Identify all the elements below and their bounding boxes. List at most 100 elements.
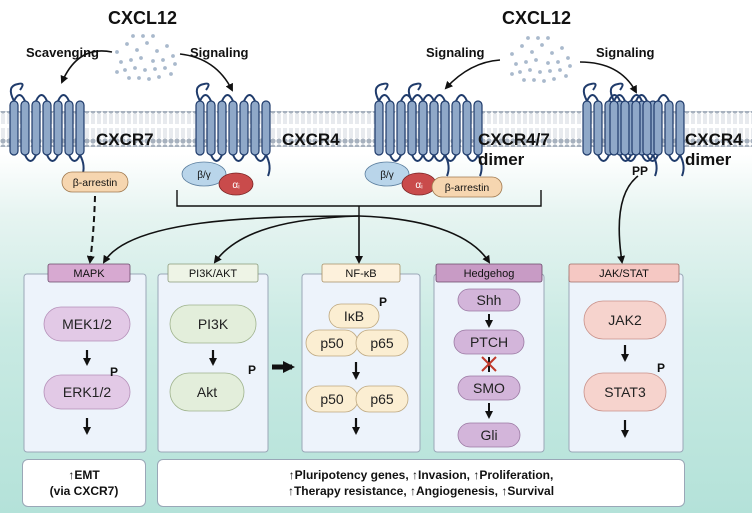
gli-label: Gli: [480, 427, 497, 443]
receptor-loop: [221, 94, 234, 102]
ligand-label-right: CXCL12: [502, 8, 571, 28]
receptor-loop: [35, 94, 48, 102]
ikb-label: IκB: [344, 308, 364, 324]
arrow-to-pi3k: [213, 215, 360, 264]
transmembrane-helix: [385, 100, 395, 156]
receptor-c-terminus: [652, 154, 658, 177]
outcome-emt-box: ↑EMT (via CXCR7): [22, 459, 146, 507]
receptor-loop: [411, 94, 424, 102]
receptor-loop: [411, 154, 424, 162]
outcome-emt-line1: ↑EMT: [68, 468, 100, 482]
beta-arrestin-pill-1: [61, 171, 129, 193]
cxcl12-molecule: [522, 78, 526, 82]
akt-phospho-label: P: [248, 363, 256, 377]
cxcl12-molecule: [153, 67, 157, 71]
cxcl12-molecule: [161, 58, 165, 62]
receptor-n-terminus: [407, 82, 422, 102]
receptor-loop: [378, 94, 391, 102]
cxcl12-molecule: [119, 60, 123, 64]
receptor-loop: [210, 154, 223, 162]
transmembrane-helix: [631, 100, 641, 156]
cxcl12-molecule: [560, 46, 564, 50]
pi3k-node: [169, 304, 257, 344]
receptor-n-terminus: [195, 82, 210, 102]
phosphorylation-label-pp: PP: [632, 164, 648, 178]
receptor-loop: [433, 94, 446, 102]
receptor-loop: [46, 154, 59, 162]
receptor-loop: [630, 94, 643, 102]
cxcl12-molecule: [510, 72, 514, 76]
ikb-node: [328, 303, 380, 329]
cxcr4-7-dimer-receptor-b: [407, 82, 483, 177]
cxcl12-molecule: [568, 64, 572, 68]
receptor-loop: [466, 154, 479, 162]
smo-node: [457, 375, 521, 401]
receptor-loop: [57, 94, 70, 102]
receptor-loop: [657, 94, 670, 102]
cxcl12-molecule: [566, 56, 570, 60]
receptor-loop: [646, 154, 659, 162]
cxcl12-molecule: [550, 51, 554, 55]
cxcl12-molecule: [558, 68, 562, 72]
transmembrane-helix: [653, 100, 663, 156]
transmembrane-helix: [582, 100, 592, 156]
receptor-loop: [68, 154, 81, 162]
transmembrane-helix: [593, 100, 603, 156]
cxcl12-molecule: [137, 76, 141, 80]
outcome-effects-line2: ↑Therapy resistance, ↑Angiogenesis, ↑Sur…: [287, 484, 555, 498]
cxcl12-molecule: [510, 52, 514, 56]
cxcr7-label: CXCR7: [96, 130, 154, 149]
ligand-label-left: CXCL12: [108, 8, 177, 28]
p65-label-1: p65: [370, 335, 394, 351]
beta-gamma-label-1: β/γ: [197, 170, 211, 181]
receptor-loop: [243, 94, 256, 102]
p65-node-2: [355, 385, 409, 413]
erk12-node: [43, 374, 131, 410]
transmembrane-helix: [396, 100, 406, 156]
transmembrane-helix: [407, 100, 417, 156]
cxcl12-molecule: [145, 41, 149, 45]
signaling-arrow-3: [579, 61, 637, 94]
cxcl12-molecule: [518, 70, 522, 74]
receptor-loop: [422, 154, 435, 162]
cxcl12-molecule: [536, 36, 540, 40]
transmembrane-helix: [261, 100, 271, 156]
hedgehog-title: Hedgehog: [464, 268, 515, 280]
pi3k-title: PI3K/AKT: [189, 268, 238, 280]
cxcl12-molecule: [115, 70, 119, 74]
cxcl12-molecule: [514, 62, 518, 66]
transmembrane-helix: [195, 100, 205, 156]
cxcl12-molecule: [532, 78, 536, 82]
p50-label-1: p50: [320, 335, 344, 351]
cxcr4-dimer-label-line2: dimer: [685, 150, 732, 169]
alpha-i-subunit-1: [218, 172, 254, 196]
receptor-loop: [597, 154, 610, 162]
signaling-arrow-1: [179, 53, 233, 92]
cxcr47-label-line1: CXCR4/7: [478, 130, 550, 149]
transmembrane-helix: [429, 100, 439, 156]
receptor-n-terminus: [374, 82, 389, 102]
receptor-loop: [635, 94, 648, 102]
mek12-node: [43, 306, 131, 342]
mapk-header: [47, 263, 131, 283]
stat3-phospho-label: P: [657, 361, 665, 375]
mapk-title: MAPK: [73, 268, 105, 280]
alpha-i-label-2: αᵢ: [415, 180, 423, 191]
pi3k-label: PI3K: [198, 316, 229, 332]
transmembrane-helix: [250, 100, 260, 156]
mapk-panel: [23, 273, 147, 453]
cxcl12-molecule: [155, 49, 159, 53]
receptor-loop: [613, 94, 626, 102]
hedgehog-header: [435, 263, 543, 283]
cxcr4-dimer-receptor-b: [609, 82, 685, 177]
cxcl12-molecule: [163, 66, 167, 70]
jakstat-header: [568, 263, 680, 283]
cxcl12-molecule: [151, 34, 155, 38]
receptor-loop: [24, 154, 37, 162]
receptor-loop: [389, 154, 402, 162]
erk12-label: ERK1/2: [63, 384, 111, 400]
receptor-loop: [13, 94, 26, 102]
receptor-loop: [199, 94, 212, 102]
beta-gamma-label-2: β/γ: [380, 170, 394, 181]
